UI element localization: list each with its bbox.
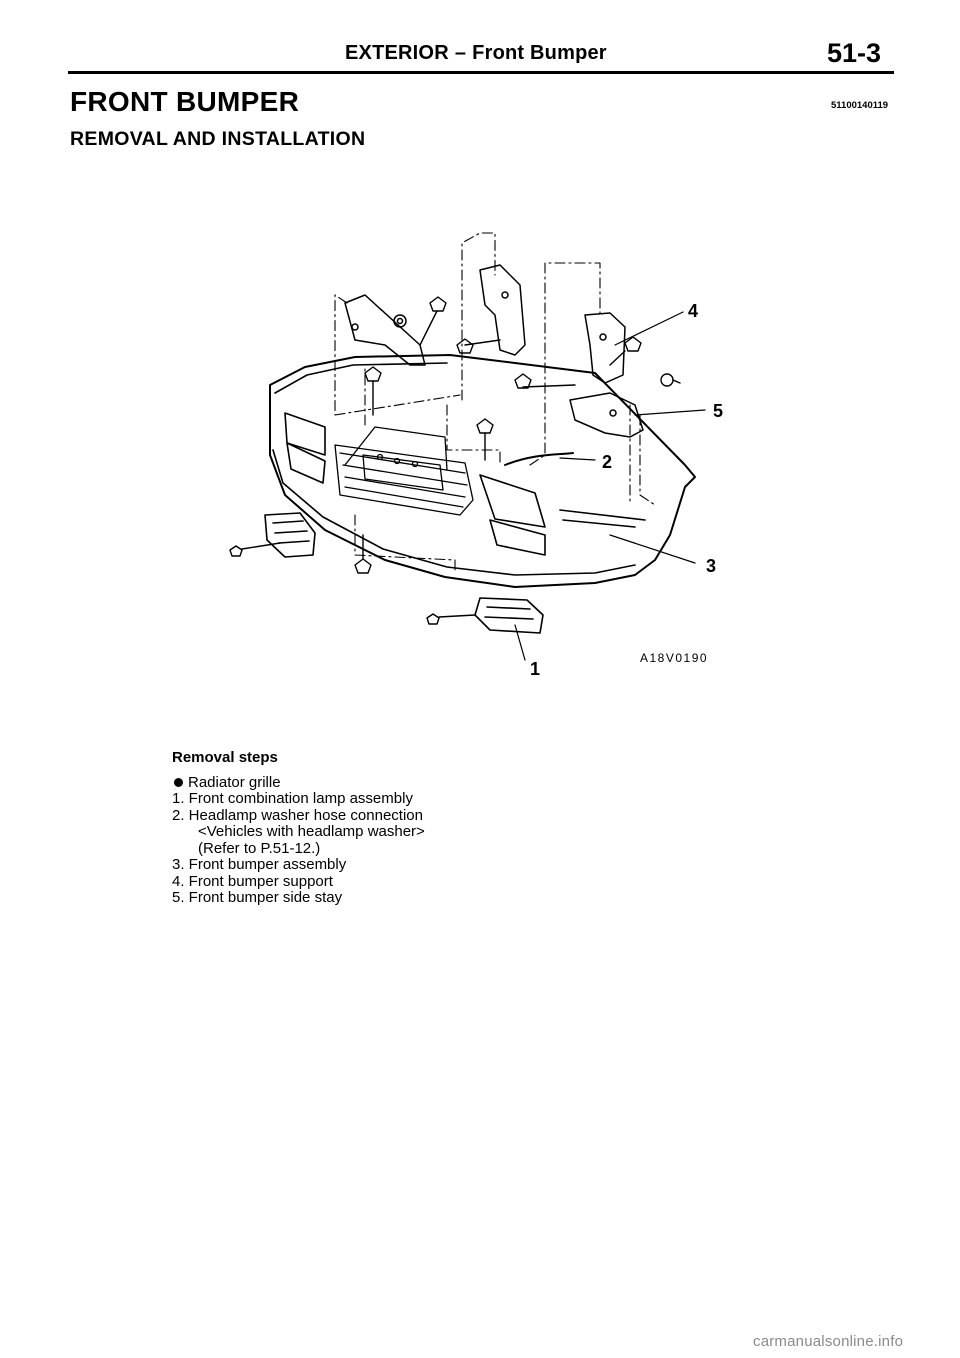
page-number: 51-3 <box>827 38 882 68</box>
removal-step: 5. Front bumper side stay <box>172 889 343 906</box>
header-rule <box>68 71 894 74</box>
grille-area <box>334 426 474 516</box>
removal-step-note: <Vehicles with headlamp washer> <box>198 823 425 840</box>
bumper-body <box>269 354 696 588</box>
section-code: 51100140119 <box>831 100 889 111</box>
removal-step: 1. Front combination lamp assembly <box>172 790 413 807</box>
combination-lamps <box>264 512 544 634</box>
removal-steps: Removal steps Radiator grille 1. Front c… <box>172 749 425 907</box>
header-separator: – <box>454 42 467 64</box>
support-brackets <box>344 264 644 438</box>
callout-4: 4 <box>688 301 699 321</box>
front-bumper-exploded-diagram <box>215 215 735 685</box>
alignment-lines <box>334 232 656 571</box>
removal-step: 3. Front bumper assembly <box>172 856 347 873</box>
callout-5: 5 <box>713 401 724 421</box>
section-title: FRONT BUMPER <box>70 86 300 117</box>
header-title: EXTERIOR–Front Bumper <box>345 42 607 65</box>
callout-leaders <box>514 311 706 661</box>
bullet-icon <box>174 777 183 787</box>
washer-hose <box>504 452 574 466</box>
callout-1: 1 <box>530 659 541 679</box>
removal-step: 4. Front bumper support <box>172 872 333 890</box>
fasteners <box>229 296 681 625</box>
subsection-title: REMOVAL AND INSTALLATION <box>70 128 366 150</box>
callout-2: 2 <box>602 452 613 472</box>
header-section: EXTERIOR <box>345 42 449 64</box>
watermark: carmanualsonline.info <box>753 1333 904 1350</box>
removal-step: Radiator grille <box>172 774 425 792</box>
header-topic: Front Bumper <box>472 42 607 64</box>
removal-steps-heading: Removal steps <box>172 749 278 766</box>
figure-code: A18V0190 <box>640 651 709 665</box>
callout-3: 3 <box>706 556 717 576</box>
removal-step-reference: (Refer to P.51-12.) <box>198 839 321 857</box>
removal-step: 2. Headlamp washer hose connection <box>172 806 423 824</box>
